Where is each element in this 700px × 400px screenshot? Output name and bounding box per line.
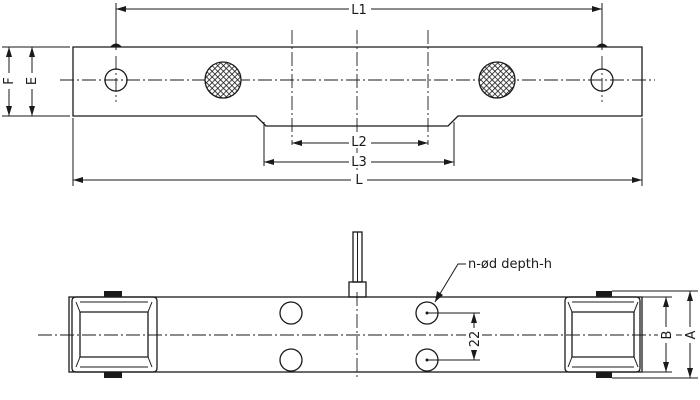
front-view-body-outline	[72, 46, 643, 127]
dimension-l: L	[72, 118, 643, 188]
right-gauge-patch	[478, 61, 516, 99]
left-mounting-hole	[104, 68, 128, 92]
cable-gland	[348, 231, 367, 298]
dimension-hole-spacing: 22	[466, 313, 483, 360]
bottom-view-body-outline	[68, 296, 643, 373]
dimension-l3-label: L3	[351, 155, 367, 170]
bottom-view: 22 n-ød depth-h B A	[38, 231, 699, 380]
dimension-l1-label: L1	[351, 3, 367, 18]
right-mounting-hole	[590, 68, 614, 92]
dimension-e: E	[24, 46, 70, 116]
right-clamp-block	[564, 291, 641, 378]
hole-callout: n-ød depth-h	[434, 257, 552, 303]
dimension-e-label: E	[25, 77, 40, 85]
dimension-b: B	[640, 296, 675, 373]
dimension-a: A	[612, 290, 699, 379]
dimension-l2: L2	[292, 133, 428, 150]
front-view: L1 L2 L3 L	[1, 1, 655, 188]
left-gauge-patch	[204, 61, 242, 99]
dimension-l-label: L	[355, 173, 363, 188]
dimension-f: F	[1, 46, 70, 117]
dimension-l3: L3	[263, 122, 455, 170]
bottom-left-lower-hole	[279, 348, 303, 372]
dimension-l2-label: L2	[351, 135, 367, 150]
dimension-f-label: F	[2, 77, 17, 84]
dimension-hole-spacing-label: 22	[468, 331, 483, 348]
dimension-b-label: B	[660, 331, 675, 340]
dimension-l1: L1	[115, 1, 603, 50]
left-clamp-block	[71, 291, 158, 378]
dimension-a-label: A	[684, 330, 699, 339]
bottom-left-upper-hole	[279, 301, 303, 325]
hole-callout-label: n-ød depth-h	[468, 257, 552, 272]
